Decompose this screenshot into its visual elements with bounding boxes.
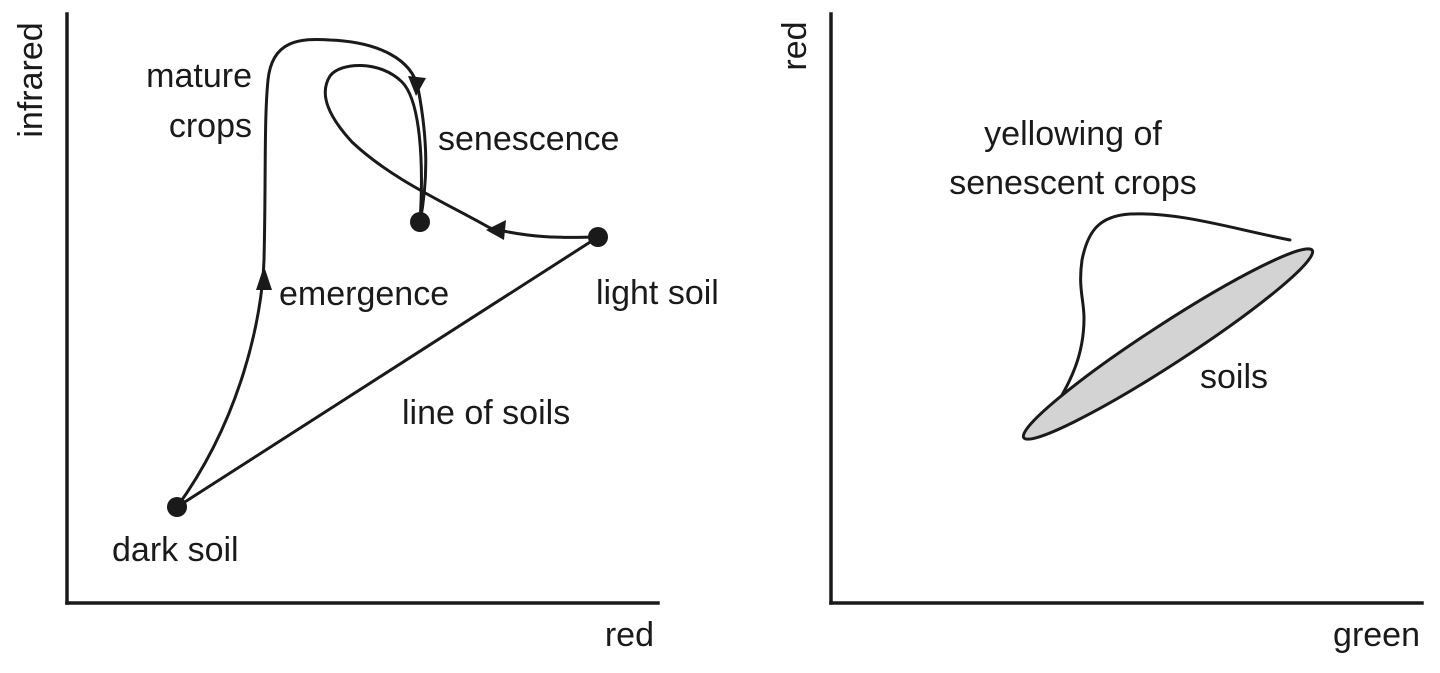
soil-line	[175, 235, 600, 509]
dark-soil-label: dark soil	[112, 531, 239, 569]
soils-label: soils	[1200, 358, 1268, 396]
mature-crops-label-line2: crops	[169, 107, 252, 145]
light-soil-point	[588, 227, 608, 247]
emergence-label: emergence	[279, 275, 449, 313]
senescence-label: senescence	[438, 120, 619, 158]
right-x-axis-label: green	[1333, 616, 1420, 654]
left-panel: infrared red mature crops senescence eme…	[12, 12, 719, 654]
yellowing-curve	[1040, 212, 1292, 428]
yellowing-label-line1: yellowing of	[984, 115, 1162, 153]
return-arrow	[486, 220, 506, 240]
mature-crops-label-line1: mature	[146, 57, 252, 95]
light-soil-label: light soil	[596, 274, 719, 312]
soils-region	[1021, 247, 1315, 441]
emergence-arrow	[256, 266, 272, 290]
left-y-axis-label: infrared	[12, 22, 50, 137]
left-x-axis-label: red	[605, 616, 654, 654]
crop-growth-curve	[175, 38, 428, 509]
line-of-soils-label: line of soils	[402, 394, 570, 432]
senescence-arrow	[408, 76, 426, 96]
senescence-point	[410, 212, 430, 232]
right-panel: red green yellowing of senescent crops s…	[776, 12, 1424, 654]
dark-soil-point	[167, 497, 187, 517]
yellowing-label-line2: senescent crops	[949, 164, 1197, 202]
right-y-axis-label: red	[776, 21, 814, 70]
